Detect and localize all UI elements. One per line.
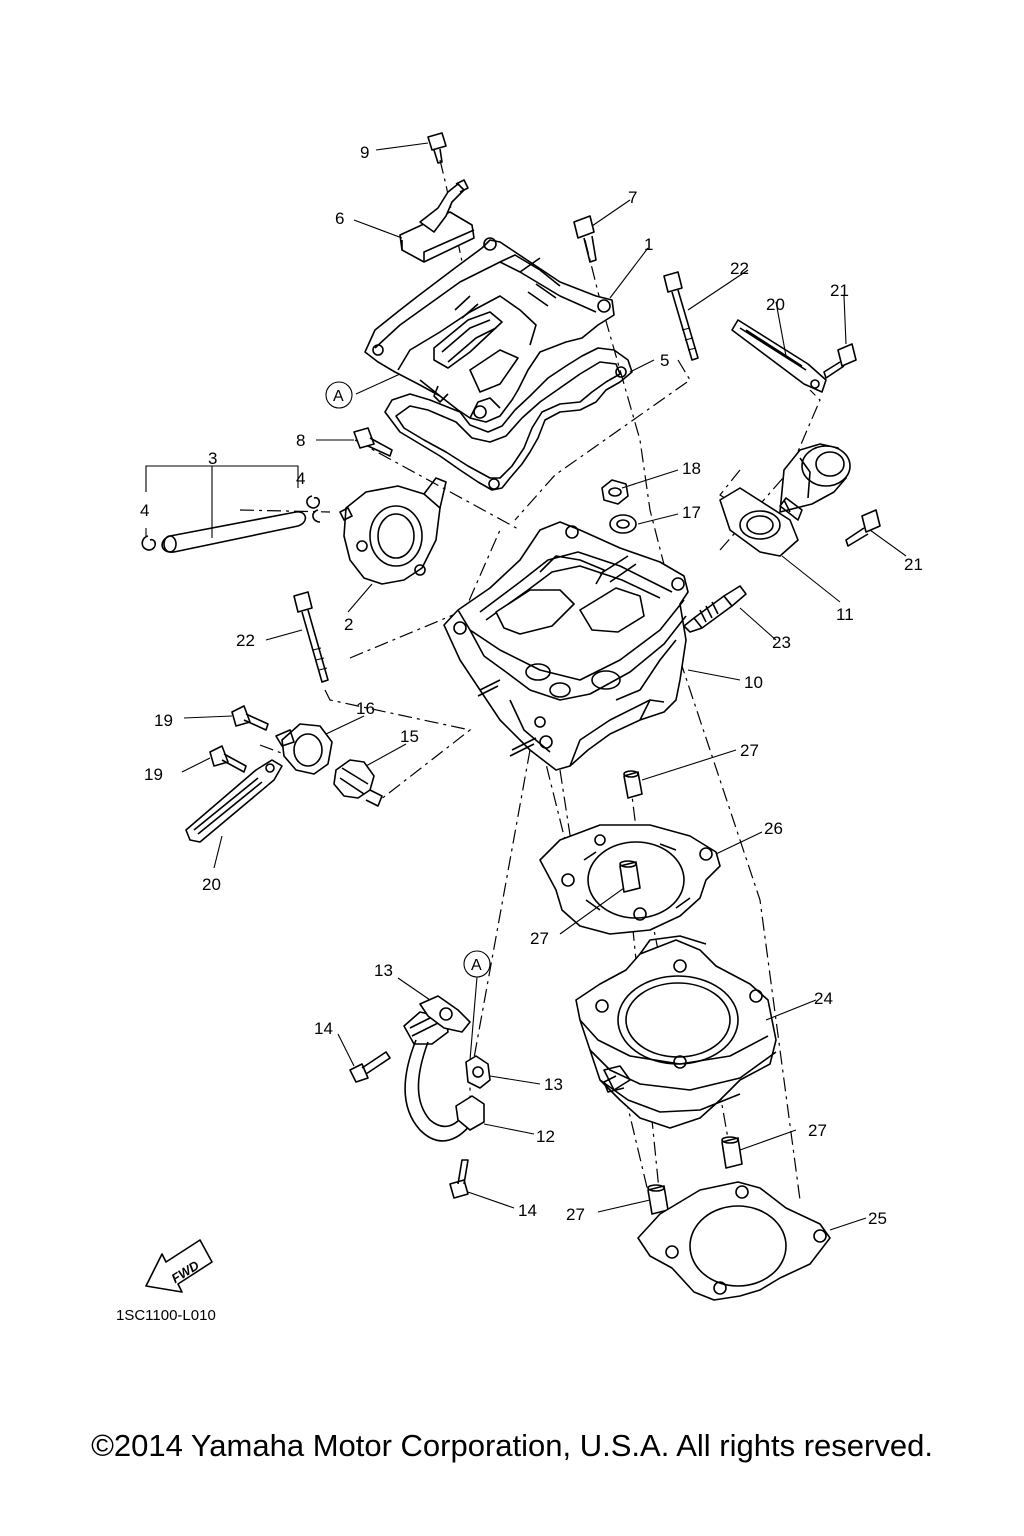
- label-19-lower: 19: [144, 765, 163, 784]
- label-4-right: 4: [296, 469, 305, 488]
- label-14-upper: 14: [314, 1019, 333, 1038]
- part-2-cover: [339, 477, 447, 585]
- label-22-upper: 22: [730, 259, 749, 278]
- label-18: 18: [682, 459, 701, 478]
- label-14-lower: 14: [518, 1201, 537, 1220]
- label-7: 7: [628, 188, 637, 207]
- label-19-upper: 19: [154, 711, 173, 730]
- part-7-bolt: [573, 215, 597, 263]
- label-5: 5: [660, 351, 669, 370]
- part-9-bolt: [427, 132, 447, 164]
- reference-mark-a-lower: A: [463, 950, 491, 1061]
- part-27-dowel-4: [647, 1184, 669, 1215]
- label-27-c: 27: [808, 1121, 827, 1140]
- part-11-intake-joint: [719, 443, 851, 557]
- part-24-cylinder: [575, 935, 777, 1129]
- part-number-labels: 9 6 7 1 22 20 21 5 8 3 18 4 4 17 21 11 2…: [140, 143, 923, 1228]
- part-13-gasket-upper: [419, 995, 471, 1033]
- label-27-a: 27: [740, 741, 759, 760]
- part-25-gasket: [637, 1181, 831, 1301]
- reference-mark-a-upper-text: A: [333, 388, 344, 405]
- reference-mark-a-lower-text: A: [471, 957, 482, 974]
- fwd-arrow-icon: FWD: [145, 1239, 213, 1293]
- part-22-long-bolt-lower: [293, 591, 329, 683]
- label-9: 9: [360, 143, 369, 162]
- label-21-upper: 21: [830, 281, 849, 300]
- part-14-bolt-lower: [449, 1159, 469, 1199]
- label-20-lower: 20: [202, 875, 221, 894]
- leader-lines: [145, 142, 907, 1231]
- label-27-b: 27: [530, 929, 549, 948]
- label-3: 3: [208, 449, 217, 468]
- label-16: 16: [356, 699, 375, 718]
- part-20-plate-upper: [731, 319, 827, 393]
- part-27-dowel-1: [623, 770, 643, 799]
- label-26: 26: [764, 819, 783, 838]
- label-6: 6: [335, 209, 344, 228]
- part-27-dowel-3: [721, 1136, 743, 1169]
- label-2: 2: [344, 615, 353, 634]
- label-13-lower: 13: [544, 1075, 563, 1094]
- label-13-upper: 13: [374, 961, 393, 980]
- label-27-d: 27: [566, 1205, 585, 1224]
- label-1: 1: [644, 235, 653, 254]
- label-25: 25: [868, 1209, 887, 1228]
- reference-mark-a-upper: A: [325, 381, 353, 409]
- part-8-bolt: [353, 427, 393, 457]
- part-4-clip-left: [141, 535, 157, 551]
- label-17: 17: [682, 503, 701, 522]
- label-4-left: 4: [140, 501, 149, 520]
- part-1-head-cover: [364, 237, 615, 423]
- part-15-thermostat: [333, 759, 383, 807]
- label-12: 12: [536, 1127, 555, 1146]
- part-3-hose: [161, 511, 307, 553]
- part-5-gasket: [384, 347, 633, 491]
- part-6-breather-cover: [399, 179, 475, 263]
- part-19-bolt-lower: [209, 745, 247, 773]
- part-10-cylinder-head: [443, 521, 689, 771]
- part-14-bolt-upper: [349, 1051, 391, 1083]
- label-24: 24: [814, 989, 833, 1008]
- label-20-upper: 20: [766, 295, 785, 314]
- part-18-nut: [601, 479, 629, 505]
- label-22-lower: 22: [236, 631, 255, 650]
- copyright-notice: ©2014 Yamaha Motor Corporation, U.S.A. A…: [91, 1428, 933, 1463]
- part-22-long-bolt-upper: [663, 271, 699, 361]
- part-20-plate-lower: [185, 759, 283, 843]
- part-16-thermostat-cover: [275, 723, 333, 775]
- diagram-code: 1SC1100-L010: [116, 1307, 216, 1324]
- part-21-bolt-upper: [823, 343, 857, 379]
- label-11: 11: [836, 605, 854, 624]
- label-10: 10: [744, 673, 763, 692]
- label-21-lower: 21: [904, 555, 923, 574]
- part-13-gasket-lower: [465, 1055, 491, 1089]
- part-19-bolt-upper: [231, 705, 269, 731]
- part-27-dowel-2: [619, 860, 641, 893]
- part-23-spark-plug: [683, 585, 747, 633]
- part-21-bolt-lower: [845, 509, 881, 547]
- label-8: 8: [296, 431, 305, 450]
- part-4-clip-right: [306, 495, 321, 523]
- part-17-washer: [609, 514, 637, 534]
- label-23: 23: [772, 633, 791, 652]
- label-15: 15: [400, 727, 419, 746]
